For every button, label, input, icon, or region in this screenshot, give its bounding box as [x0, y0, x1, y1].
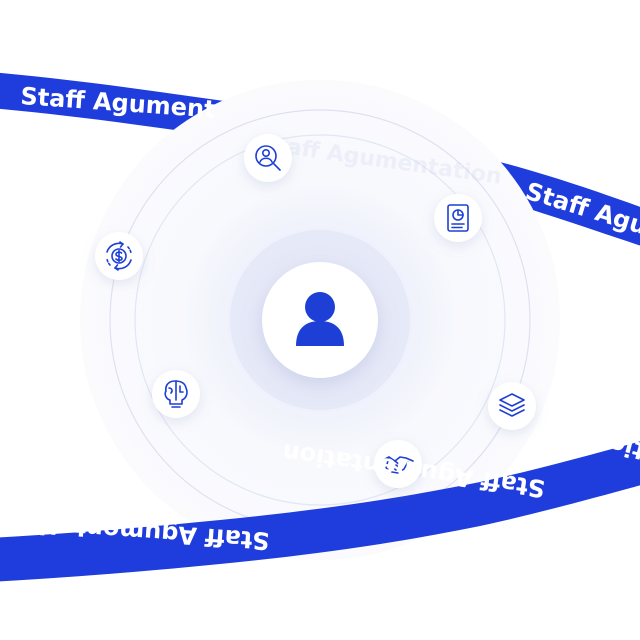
user-icon: [296, 292, 344, 346]
node-handshake[interactable]: [374, 440, 422, 488]
report-document-icon: [447, 204, 469, 232]
ribbon-front: [0, 441, 640, 582]
handshake-icon: [382, 456, 414, 474]
node-brain-lightbulb[interactable]: [152, 370, 200, 418]
node-layers[interactable]: [488, 382, 536, 430]
middle-ring: [134, 134, 506, 506]
layers-icon: [499, 393, 525, 417]
center-avatar: [262, 262, 378, 378]
node-report-document[interactable]: [434, 194, 482, 242]
dollar-cycle-icon: [106, 241, 132, 271]
user-search-icon: [255, 145, 281, 171]
node-user-search[interactable]: [244, 134, 292, 182]
node-dollar-cycle[interactable]: [95, 232, 143, 280]
brain-lightbulb-icon: [164, 380, 188, 408]
